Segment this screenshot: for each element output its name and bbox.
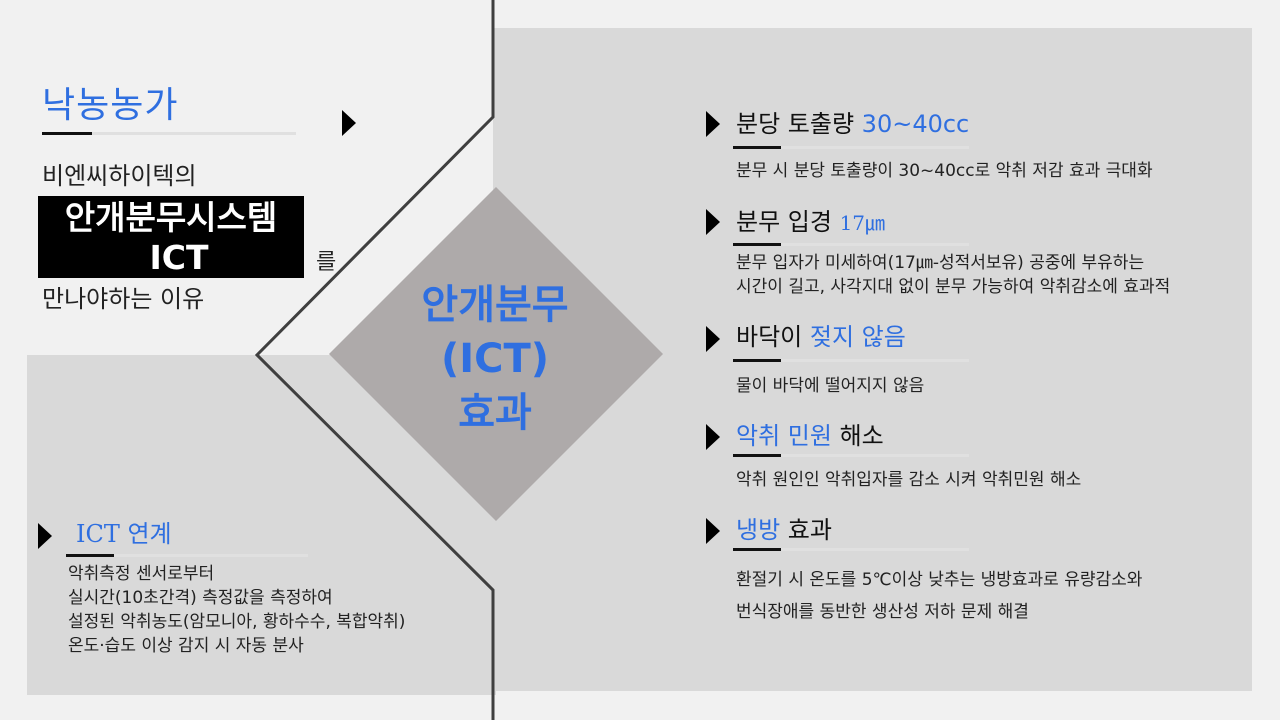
effect-desc-dry-floor: 물이 바닥에 떨어지지 않음 (736, 376, 925, 396)
effect-underline-accent (733, 454, 781, 457)
effect-desc-odor-complaint: 악취 원인인 악취입자를 감소 시켜 악취민원 해소 (736, 470, 1082, 490)
effect-title-odor-complaint: 악취 민원 해소 (736, 422, 884, 450)
reason-text: 만나야하는 이유 (42, 285, 205, 313)
effect-title-cooling: 냉방 효과 (736, 516, 832, 544)
effect-underline (733, 146, 969, 149)
effect-underline-accent (733, 243, 781, 246)
effect-desc-cooling: 환절기 시 온도를 5℃이상 낮추는 냉방효과로 유량감소와 번식장애를 동반한… (736, 570, 1143, 622)
arrow-right-icon (38, 523, 52, 549)
arrow-right-icon (706, 209, 720, 235)
ict-description: 악취측정 센서로부터 실시간(10초간격) 측정값을 측정하여 설정된 악취농도… (68, 564, 406, 656)
title-underline (42, 132, 296, 135)
center-line-2: (ICT) (440, 336, 550, 382)
ict-underline (66, 554, 308, 557)
farm-title: 낙농농가 (42, 85, 179, 126)
ict-title: ICT 연계 (76, 520, 172, 548)
effect-desc-particle-size: 분무 입자가 미세하여(17㎛-성적서보유) 공중에 부유하는 시간이 길고, … (736, 253, 1171, 297)
ict-underline-accent (66, 554, 114, 557)
arrow-right-icon (706, 111, 720, 137)
effect-underline (733, 454, 969, 457)
effect-desc-discharge: 분무 시 분당 토출량이 30~40cc로 악취 저감 효과 극대화 (736, 161, 1153, 181)
particle-text: 를 (316, 250, 337, 275)
product-code: ICT (149, 238, 209, 277)
arrow-right-icon (706, 518, 720, 544)
intro-text: 비엔씨하이텍의 (42, 162, 197, 190)
effect-underline-accent (733, 146, 781, 149)
center-line-3: 효과 (458, 390, 532, 436)
product-name: 안개분무시스템 (64, 198, 278, 237)
effect-title-dry-floor: 바닥이 젖지 않음 (736, 323, 906, 351)
effect-underline-accent (733, 359, 781, 362)
effect-underline (733, 243, 969, 246)
arrow-right-icon (706, 326, 720, 352)
title-underline-accent (42, 132, 92, 135)
center-line-1: 안개분무 (421, 282, 569, 328)
effect-underline-accent (733, 548, 781, 551)
arrow-right-icon (342, 110, 356, 136)
effect-title-discharge: 분당 토출량 30~40cc (736, 110, 970, 138)
center-label: 안개분무 (ICT) 효과 (385, 278, 605, 440)
effect-underline (733, 548, 969, 551)
effect-underline (733, 359, 969, 362)
product-highlight-box: 안개분무시스템 ICT (38, 196, 304, 278)
arrow-right-icon (706, 424, 720, 450)
effect-title-particle-size: 분무 입경 17㎛ (736, 208, 886, 236)
